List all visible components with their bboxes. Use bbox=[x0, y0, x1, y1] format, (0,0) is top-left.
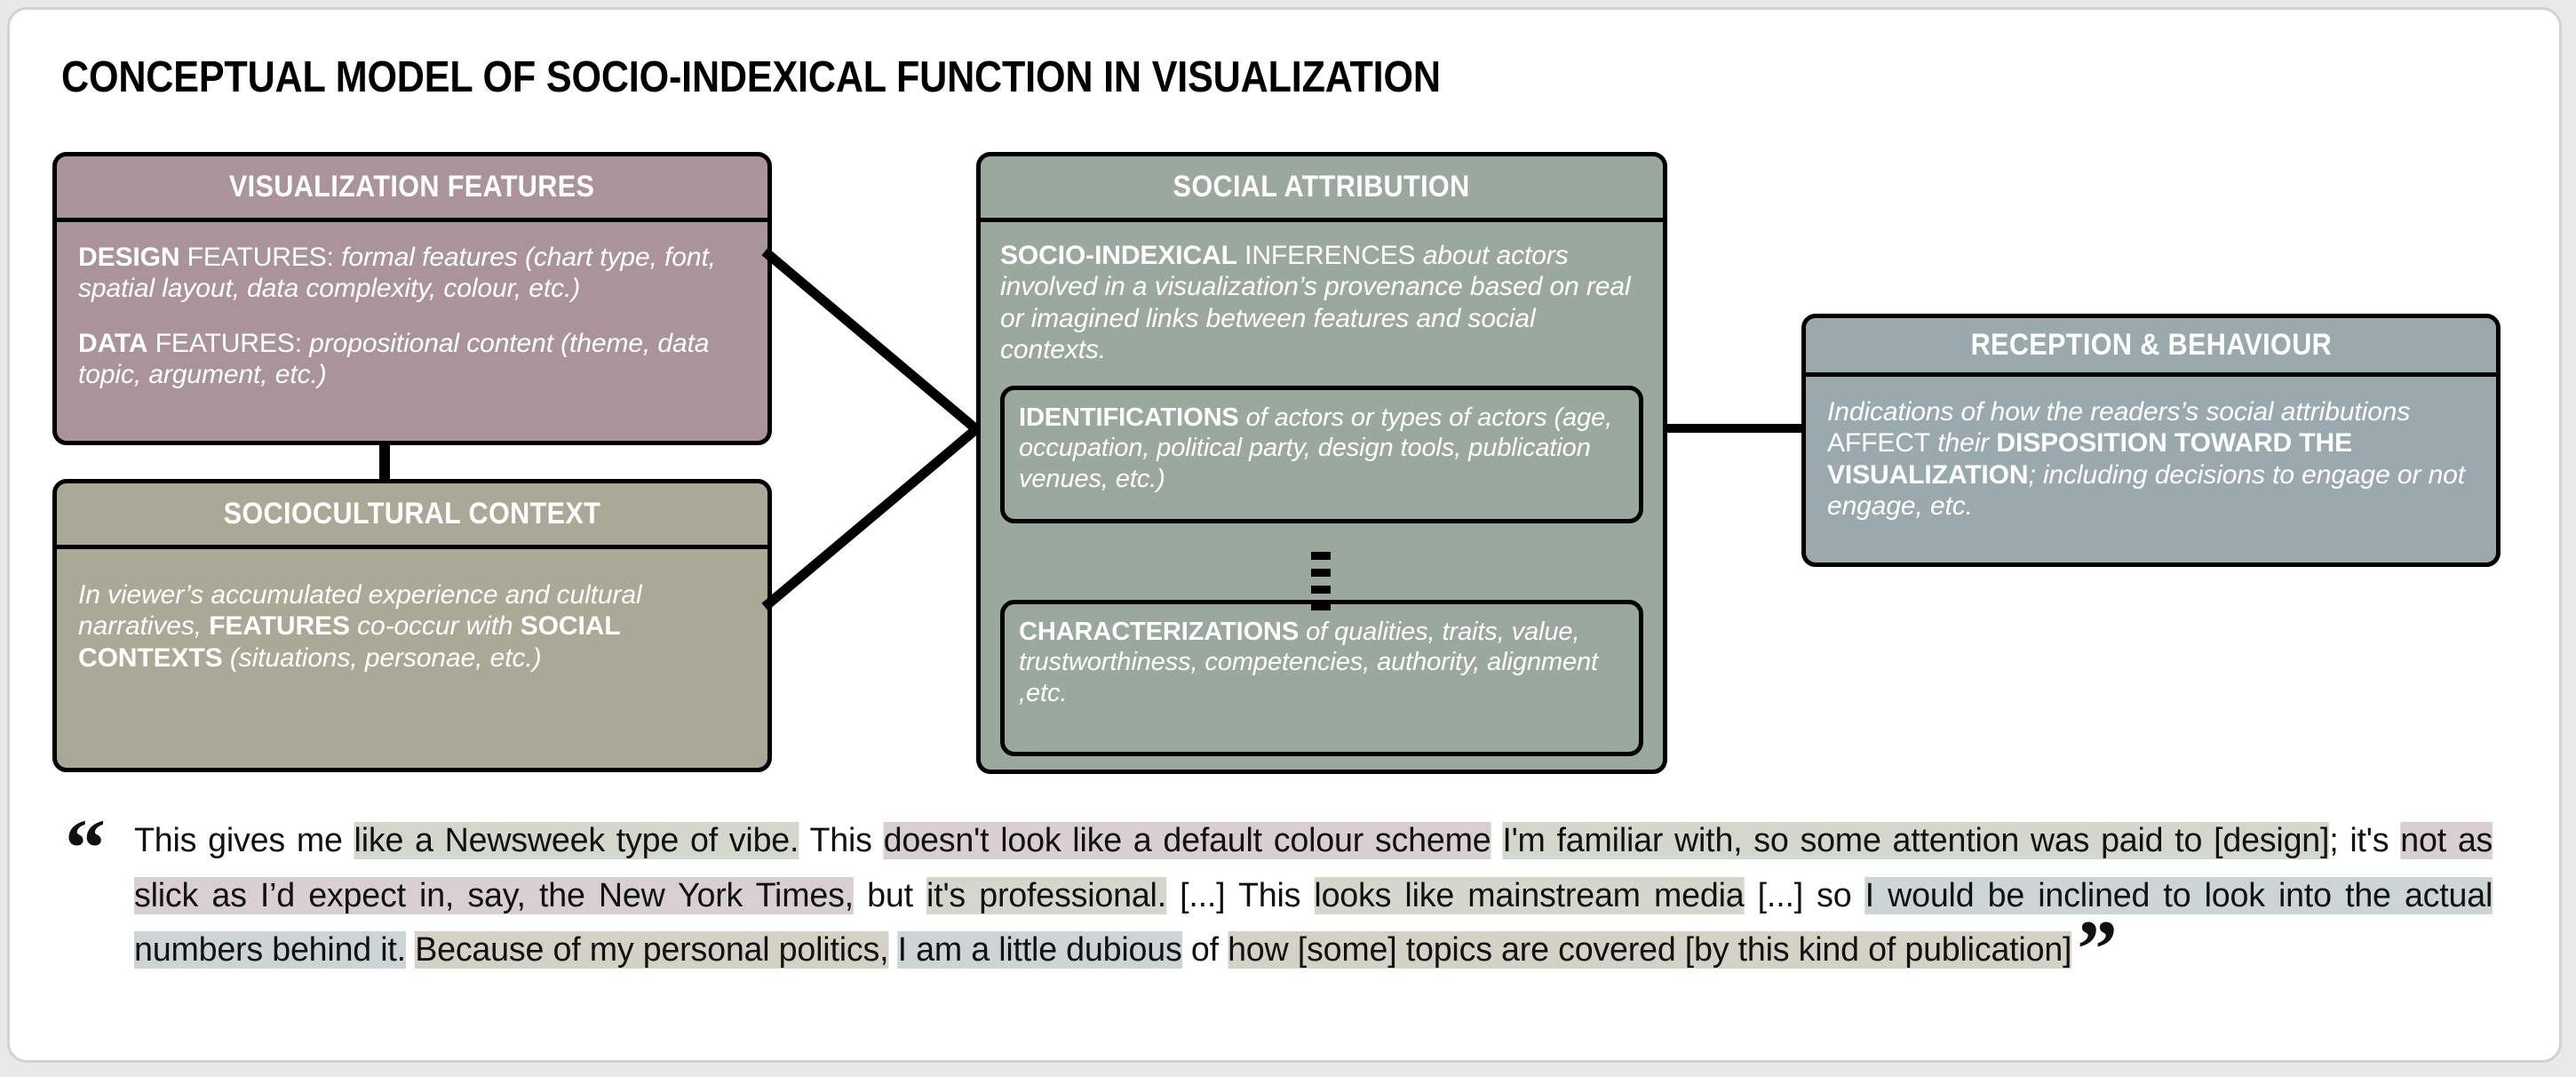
sa-part-2: about actors involved in a visualization… bbox=[1000, 241, 1631, 365]
rb-part-0: Indications of how the readers’s social … bbox=[1827, 397, 2411, 427]
lead-data: DATA bbox=[78, 328, 148, 358]
sc-part-0: In viewer’s accumulated experience and c… bbox=[78, 580, 642, 642]
box-header-sociocultural-context: SOCIOCULTURAL CONTEXT bbox=[57, 483, 767, 549]
diagram-frame: CONCEPTUAL MODEL OF SOCIO-INDEXICAL FUNC… bbox=[7, 7, 2562, 1063]
sa-part-0: SOCIO-INDEXICAL bbox=[1000, 241, 1237, 270]
quote-segment: looks like mainstream media bbox=[1314, 876, 1745, 914]
quote-segment: but bbox=[853, 876, 927, 914]
quote-segment: [...] This bbox=[1165, 876, 1315, 914]
quote-segment: like a Newsweek type of vibe. bbox=[354, 822, 799, 859]
box-body-sociocultural-context: In viewer’s accumulated experience and c… bbox=[57, 549, 767, 682]
box-header-visualization-features: VISUALIZATION FEATURES bbox=[57, 156, 767, 222]
connector-attribution-to-reception bbox=[1663, 424, 1803, 433]
box-header-label: SOCIOCULTURAL CONTEXT bbox=[223, 497, 601, 531]
box-visualization-features: VISUALIZATION FEATURES DESIGN FEATURES: … bbox=[52, 152, 772, 445]
quote-text: This gives me like a Newsweek type of vi… bbox=[134, 814, 2493, 990]
quote-segment: it's professional. bbox=[926, 876, 1166, 914]
box-header-label: VISUALIZATION FEATURES bbox=[229, 170, 595, 203]
identifications-lead: IDENTIFICATIONS bbox=[1019, 403, 1239, 432]
quote-close-mark: ” bbox=[2077, 904, 2118, 995]
quote-segment: Because of my personal politics, bbox=[415, 931, 889, 969]
dot bbox=[1311, 586, 1331, 594]
box-header-reception-behaviour: RECEPTION & BEHAVIOUR bbox=[1806, 318, 2496, 377]
subbox-identifications: IDENTIFICATIONS of actors or types of ac… bbox=[1000, 385, 1643, 523]
page-title: CONCEPTUAL MODEL OF SOCIO-INDEXICAL FUNC… bbox=[61, 53, 1441, 101]
quote-segment bbox=[406, 931, 415, 969]
text-data-features: propositional content (theme, data topic… bbox=[78, 328, 710, 390]
quote-segment: I am a little dubious bbox=[897, 931, 1182, 969]
characterizations-lead: CHARACTERIZATIONS bbox=[1019, 617, 1300, 646]
quote-segment: how [some] topics are covered [by this k… bbox=[1228, 931, 2072, 969]
paragraph-data-features: DATA FEATURES: propositional content (th… bbox=[78, 328, 746, 391]
box-body-reception-behaviour: Indications of how the readers’s social … bbox=[1806, 377, 2496, 523]
sc-part-3: SOCIAL CONTEXTS bbox=[78, 611, 620, 673]
quote-segment: of bbox=[1181, 931, 1228, 969]
quote-segment: I'm familiar with, so some attention was… bbox=[1502, 822, 2330, 859]
box-header-social-attribution: SOCIAL ATTRIBUTION bbox=[981, 156, 1663, 222]
dot bbox=[1311, 602, 1331, 610]
quote-open-mark: “ bbox=[65, 802, 106, 893]
dotted-connector-identifications-characterizations bbox=[1311, 552, 1331, 619]
sc-part-4: (situations, personae, etc.) bbox=[222, 642, 542, 673]
dot bbox=[1311, 569, 1331, 577]
quote-segment: This gives me bbox=[134, 822, 354, 859]
quote-segment: This bbox=[799, 822, 884, 859]
box-header-label: SOCIAL ATTRIBUTION bbox=[1173, 170, 1470, 203]
box-sociocultural-context: SOCIOCULTURAL CONTEXT In viewer’s accumu… bbox=[52, 479, 772, 772]
rb-part-4: ; including decisions to engage or not e… bbox=[1827, 459, 2466, 522]
quote-block: “ This gives me like a Newsweek type of … bbox=[65, 807, 2516, 990]
connector-arrow-to-social-attribution bbox=[761, 247, 984, 611]
sa-part-1: INFERENCES bbox=[1236, 241, 1416, 270]
box-social-attribution: SOCIAL ATTRIBUTION SOCIO-INDEXICAL INFER… bbox=[976, 152, 1667, 774]
text-design-features: formal features (chart type, font, spati… bbox=[78, 243, 716, 304]
dot bbox=[1311, 552, 1331, 560]
sc-part-2: co-occur with bbox=[349, 611, 521, 642]
subbox-characterizations: CHARACTERIZATIONS of qualities, traits, … bbox=[1000, 599, 1643, 756]
quote-segment bbox=[888, 931, 897, 969]
lead-design: DESIGN bbox=[78, 243, 180, 272]
social-attribution-intro: SOCIO-INDEXICAL INFERENCES about actors … bbox=[1000, 240, 1643, 366]
rb-part-2: their bbox=[1930, 428, 1997, 459]
quote-segment: ; it's bbox=[2329, 822, 2401, 859]
quote-segment: doesn't look like a default colour schem… bbox=[883, 822, 1491, 859]
connector-features-to-context bbox=[379, 443, 390, 481]
paragraph-design-features: DESIGN FEATURES: formal features (chart … bbox=[78, 242, 746, 305]
identifications-text: of actors or types of actors (age, occup… bbox=[1019, 403, 1613, 494]
lead-data-suffix: FEATURES: bbox=[147, 328, 302, 358]
rb-part-1: AFFECT bbox=[1827, 428, 1931, 459]
box-header-label: RECEPTION & BEHAVIOUR bbox=[1970, 328, 2332, 362]
quote-segment bbox=[1491, 822, 1502, 859]
rb-part-3: DISPOSITION TOWARD THE VISUALIZATION bbox=[1827, 428, 2353, 490]
box-body-social-attribution: SOCIO-INDEXICAL INFERENCES about actors … bbox=[981, 222, 1663, 756]
box-reception-behaviour: RECEPTION & BEHAVIOUR Indications of how… bbox=[1801, 314, 2500, 567]
lead-design-suffix: FEATURES: bbox=[179, 243, 334, 272]
sc-part-1: FEATURES bbox=[209, 611, 350, 642]
quote-segment: [...] so bbox=[1744, 876, 1865, 914]
characterizations-text: of qualities, traits, value, trustworthi… bbox=[1019, 617, 1599, 708]
box-body-visualization-features: DESIGN FEATURES: formal features (chart … bbox=[57, 222, 767, 400]
